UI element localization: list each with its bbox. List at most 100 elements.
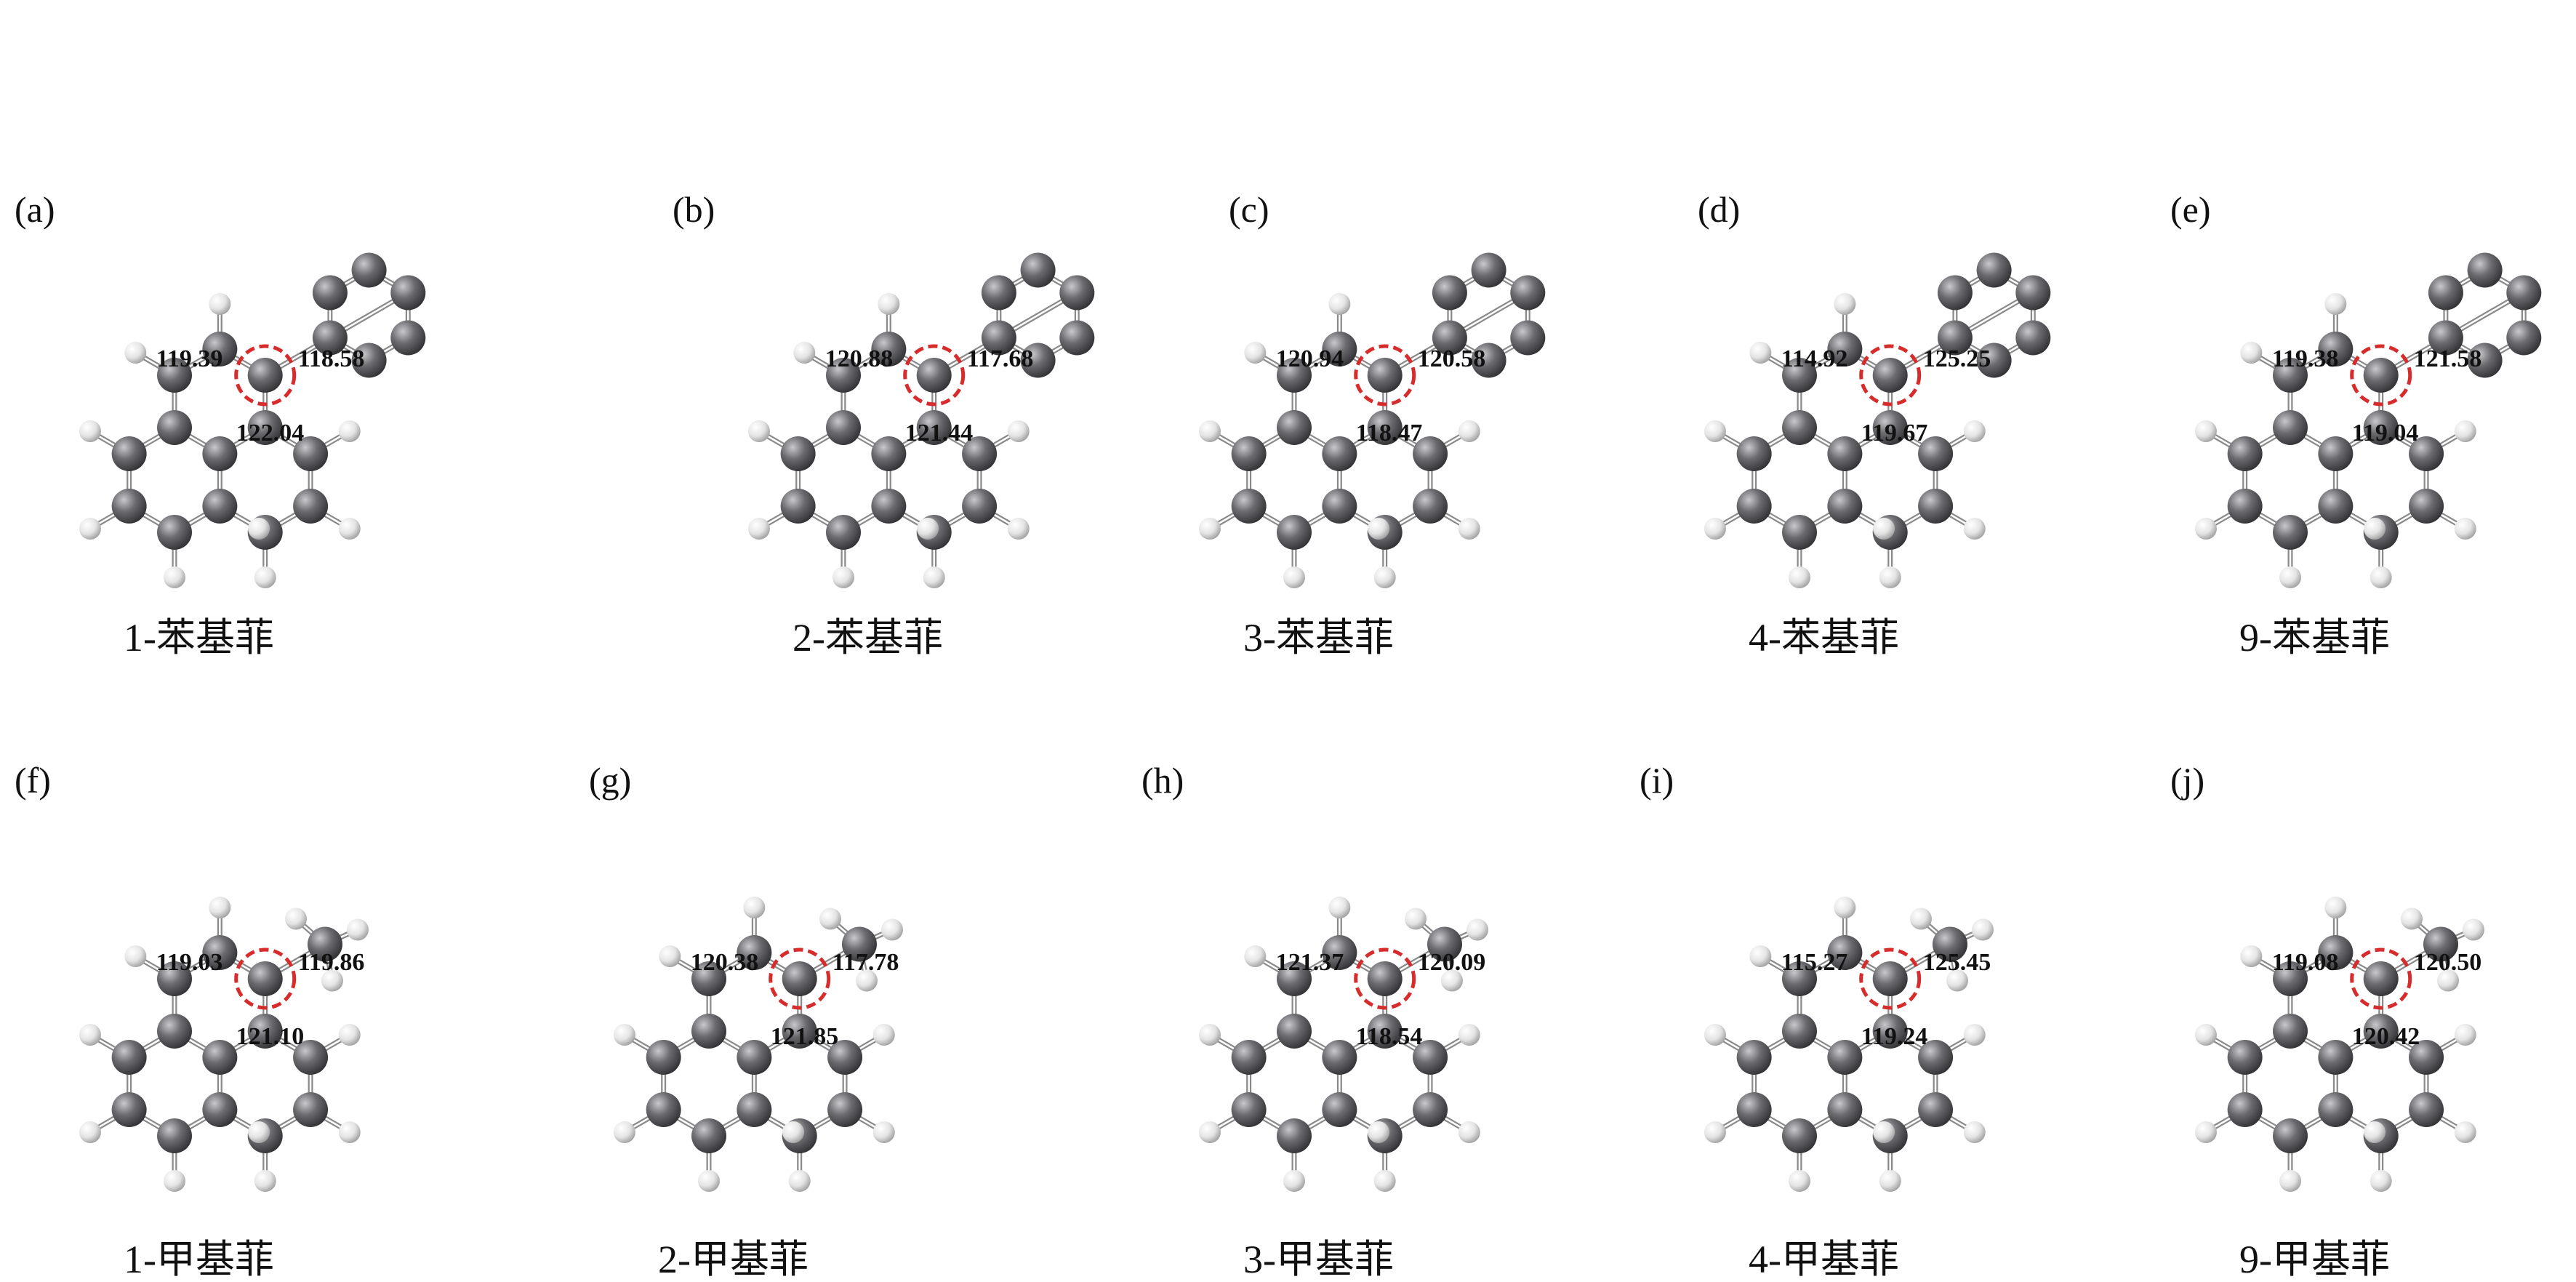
- carbon-atom: [1322, 1040, 1357, 1075]
- carbon-atom: [1827, 1092, 1863, 1127]
- carbon-atom: [2273, 410, 2308, 445]
- hydrogen-atom: [747, 420, 770, 442]
- carbon-atom: [312, 275, 348, 311]
- carbon-atom: [312, 320, 348, 356]
- bond-angle-label: 115.27: [1781, 949, 1848, 976]
- carbon-atom: [1231, 1040, 1267, 1075]
- carbon-atom: [2467, 342, 2503, 378]
- bond-angle-label: 118.58: [298, 345, 365, 372]
- molecule: [613, 897, 903, 1192]
- carbon-atom: [826, 410, 861, 445]
- panel-letter: (c): [1229, 189, 1269, 230]
- carbon-atom: [111, 489, 147, 524]
- highlight-circle: [903, 344, 966, 406]
- molecule: [1704, 897, 1994, 1192]
- hydrogen-atom: [1963, 420, 1986, 442]
- hydrogen-atom: [1007, 518, 1030, 540]
- hydrogen-atom: [2240, 945, 2263, 967]
- carbon-atom: [1322, 436, 1357, 471]
- carbon-atom: [1413, 1092, 1448, 1127]
- hydrogen-atom: [743, 897, 766, 918]
- molecule: [2194, 252, 2542, 588]
- hydrogen-atom: [2454, 420, 2476, 442]
- bond-angle-label: 117.68: [967, 345, 1034, 372]
- hydrogen-atom: [1328, 897, 1351, 918]
- hydrogen-atom: [1704, 420, 1726, 442]
- carbon-atom: [202, 1040, 238, 1075]
- compound-name: 9-苯基菲: [2239, 616, 2390, 660]
- highlight-circle: [1859, 344, 1922, 406]
- carbon-atom: [1827, 1040, 1863, 1075]
- hydrogen-atom: [1704, 1024, 1726, 1046]
- hydrogen-atom: [79, 518, 101, 540]
- hydrogen-atom: [338, 518, 361, 540]
- hydrogen-atom: [1789, 1170, 1810, 1192]
- hydrogen-atom: [819, 908, 841, 930]
- carbon-atom: [1277, 515, 1312, 550]
- carbon-atom: [111, 1040, 147, 1075]
- hydrogen-atom: [2324, 897, 2347, 918]
- carbon-atom: [1782, 1118, 1817, 1153]
- carbon-atom: [202, 332, 238, 366]
- carbon-atom: [691, 961, 726, 996]
- bond-angle-label: 121.37: [1276, 949, 1344, 976]
- carbon-atom: [157, 358, 192, 393]
- hydrogen-atom: [872, 1121, 895, 1143]
- carbon-atom: [157, 1014, 192, 1049]
- carbon-atom: [1736, 1092, 1772, 1127]
- carbon-atom: [247, 410, 283, 445]
- carbon-atom: [1827, 489, 1863, 524]
- hydrogen-atom: [2364, 518, 2386, 540]
- carbon-atom: [916, 358, 952, 393]
- carbon-atom: [691, 1014, 726, 1049]
- bond-angle-label: 121.10: [236, 1023, 305, 1050]
- hydrogen-atom: [124, 945, 147, 967]
- hydrogen-atom: [923, 566, 945, 588]
- bond-angle-label: 121.85: [771, 1023, 839, 1050]
- hydrogen-atom: [346, 918, 369, 941]
- hydrogen-atom: [164, 1170, 185, 1192]
- carbon-atom: [247, 358, 283, 393]
- carbon-atom: [1918, 489, 1954, 524]
- carbon-atom: [1827, 436, 1863, 471]
- hydrogen-atom: [1873, 1121, 1895, 1143]
- carbon-atom: [1322, 935, 1357, 970]
- carbon-atom: [2318, 436, 2354, 471]
- hydrogen-atom: [2324, 293, 2347, 315]
- hydrogen-atom: [2279, 566, 2301, 588]
- carbon-atom: [202, 436, 238, 471]
- hydrogen-atom: [1963, 1121, 1986, 1143]
- hydrogen-atom: [338, 1024, 361, 1046]
- molecule: [1198, 252, 1546, 588]
- carbon-atom: [2409, 489, 2444, 524]
- carbon-atom: [1059, 320, 1095, 356]
- carbon-atom: [1432, 320, 1467, 356]
- carbon-atom: [2428, 320, 2463, 356]
- hydrogen-atom: [1963, 518, 1986, 540]
- carbon-atom: [2227, 436, 2263, 471]
- hydrogen-atom: [1244, 945, 1267, 967]
- carbon-atom: [1918, 1092, 1954, 1127]
- panel-letter: (b): [673, 189, 715, 230]
- hydrogen-atom: [880, 918, 903, 941]
- panel-letter: (a): [15, 189, 55, 230]
- carbon-atom: [390, 275, 426, 311]
- molecule: [79, 897, 369, 1192]
- panel-letter: (h): [1141, 760, 1184, 801]
- carbon-atom: [1367, 961, 1403, 996]
- compound-name: 2-甲基菲: [658, 1238, 808, 1281]
- bond-angle-label: 125.25: [1923, 345, 1991, 372]
- panel-letter: (i): [1640, 760, 1674, 801]
- carbon-atom: [1918, 436, 1954, 471]
- carbon-atom: [2318, 1040, 2354, 1075]
- highlight-circle: [1354, 948, 1416, 1010]
- hydrogen-atom: [1704, 518, 1726, 540]
- hydrogen-atom: [2454, 1121, 2476, 1143]
- hydrogen-atom: [79, 420, 101, 442]
- carbon-atom: [1782, 515, 1817, 550]
- bond-angle-label: 121.58: [2414, 345, 2482, 372]
- hydrogen-atom: [832, 566, 854, 588]
- carbon-atom: [293, 489, 329, 524]
- hydrogen-atom: [698, 1170, 720, 1192]
- carbon-atom: [1020, 252, 1056, 288]
